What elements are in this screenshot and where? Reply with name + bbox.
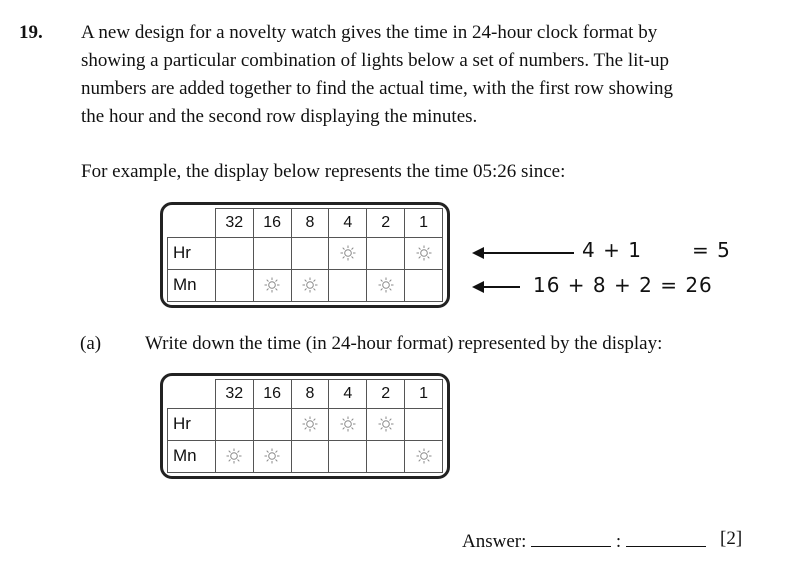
left-arrow-icon	[472, 281, 520, 293]
light-cell	[366, 268, 406, 303]
light-cell	[404, 268, 443, 303]
answer-hours-blank[interactable]	[531, 528, 612, 547]
light-cell	[366, 407, 406, 441]
light-cell	[366, 439, 406, 474]
sun-light-icon	[378, 416, 394, 432]
intro-line: showing a particular combination of ligh…	[81, 50, 669, 71]
column-value: 4	[328, 379, 368, 409]
example-watch-display: 32 16 8 4 2 1 Hr Mn	[160, 202, 450, 308]
sun-light-icon	[264, 448, 280, 464]
row-label-mn: Mn	[167, 439, 216, 474]
light-cell	[252, 439, 292, 474]
hour-sum-result: = 5	[692, 238, 731, 262]
watch-header-row: 32 16 8 4 2 1	[167, 379, 443, 409]
answer-label: Answer:	[462, 531, 527, 552]
light-cell	[214, 268, 254, 303]
part-a-label: (a)	[80, 333, 102, 354]
corner-cell	[167, 208, 216, 238]
answer-minutes-blank[interactable]	[625, 528, 706, 547]
light-cell	[404, 439, 443, 474]
light-cell	[290, 236, 330, 270]
watch-grid: 32 16 8 4 2 1 Hr Mn	[167, 208, 443, 303]
light-cell	[328, 236, 368, 270]
sun-light-icon	[302, 416, 318, 432]
light-cell	[252, 268, 292, 303]
hour-sum: 4 + 1 = 5	[582, 238, 730, 262]
column-value: 2	[366, 379, 406, 409]
watch-header-row: 32 16 8 4 2 1	[167, 208, 443, 238]
minute-row: Mn	[167, 439, 443, 474]
minute-row: Mn	[167, 268, 443, 303]
sun-light-icon	[378, 277, 394, 293]
sun-light-icon	[340, 245, 356, 261]
column-value: 32	[214, 379, 254, 409]
sun-light-icon	[302, 277, 318, 293]
light-cell	[328, 407, 368, 441]
example-text: For example, the display below represent…	[81, 161, 566, 182]
column-value: 1	[404, 379, 443, 409]
hour-sum-terms: 4 + 1	[582, 238, 642, 262]
part-a-watch-display: 32 16 8 4 2 1 Hr Mn	[160, 373, 450, 479]
light-cell	[404, 236, 443, 270]
column-value: 2	[366, 208, 406, 238]
light-cell	[252, 236, 292, 270]
part-a-question: Write down the time (in 24-hour format) …	[145, 333, 663, 354]
light-cell	[214, 439, 254, 474]
light-cell	[214, 236, 254, 270]
light-cell	[366, 236, 406, 270]
light-cell	[404, 407, 443, 441]
column-value: 32	[214, 208, 254, 238]
light-cell	[328, 268, 368, 303]
hour-row: Hr	[167, 407, 443, 441]
intro-line: the hour and the second row displaying t…	[81, 106, 478, 127]
row-label-hr: Hr	[167, 407, 216, 441]
light-cell	[290, 268, 330, 303]
hour-row: Hr	[167, 236, 443, 270]
corner-cell	[167, 379, 216, 409]
question-intro: A new design for a novelty watch gives t…	[81, 19, 673, 131]
light-cell	[290, 439, 330, 474]
question-number: 19.	[19, 22, 43, 43]
sun-light-icon	[226, 448, 242, 464]
answer-line: Answer: :	[462, 528, 706, 553]
light-cell	[214, 407, 254, 441]
column-value: 16	[252, 208, 292, 238]
column-value: 8	[290, 379, 330, 409]
column-value: 4	[328, 208, 368, 238]
intro-line: numbers are added together to find the a…	[81, 78, 674, 99]
intro-line: A new design for a novelty watch gives t…	[81, 22, 658, 43]
watch-grid: 32 16 8 4 2 1 Hr Mn	[167, 379, 443, 474]
column-value: 16	[252, 379, 292, 409]
light-cell	[290, 407, 330, 441]
row-label-mn: Mn	[167, 268, 216, 303]
left-arrow-icon	[472, 247, 574, 259]
column-value: 1	[404, 208, 443, 238]
sun-light-icon	[416, 245, 432, 261]
column-value: 8	[290, 208, 330, 238]
sun-light-icon	[264, 277, 280, 293]
answer-separator: :	[615, 531, 622, 552]
sun-light-icon	[340, 416, 356, 432]
light-cell	[328, 439, 368, 474]
minute-sum: 16 + 8 + 2 = 26	[533, 273, 713, 297]
sun-light-icon	[416, 448, 432, 464]
marks-indicator: [2]	[720, 528, 743, 549]
row-label-hr: Hr	[167, 236, 216, 270]
light-cell	[252, 407, 292, 441]
